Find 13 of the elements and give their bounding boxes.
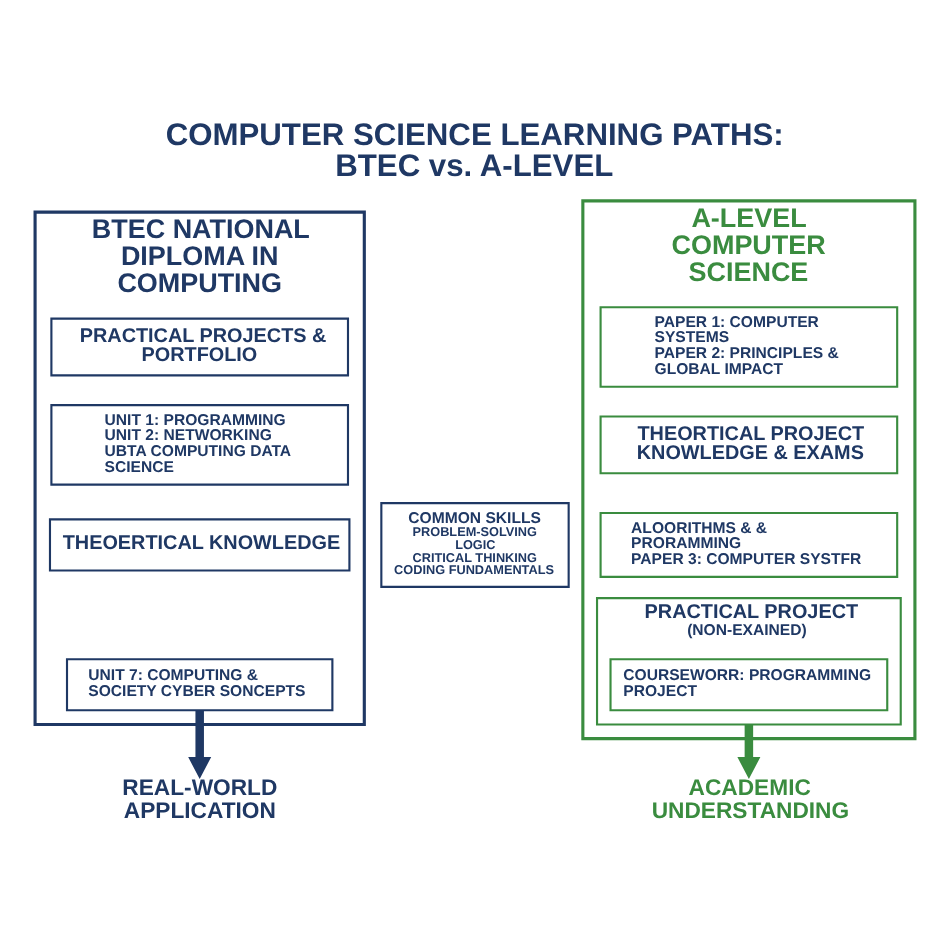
arrow (736, 724, 760, 779)
node-box: UNIT 7: COMPUTING & SOCIETY CYBER SONCEPTS (64, 658, 333, 712)
arrow (187, 710, 211, 779)
node-box: ALOORITHMS & & PRORAMMING PAPER 3: COMPUTER SYSTFR (598, 511, 898, 578)
node-box: PRACTICAL PROJECTS & PORTFOLIO (49, 317, 349, 377)
diagram-title: COMPUTER SCIENCE LEARNING PATHS: BTEC vs. A-LEVEL (164, 118, 783, 185)
node-box: UNIT 1: PROGRAMMING UNIT 2: NETWORKING UBTA COMPUTING DATA SCIENCE (49, 404, 349, 486)
node-box: THEORTICAL PROJECT KNOWLEDGE & EXAMS (598, 415, 898, 475)
node-box: PAPER 1: COMPUTER SYSTEMS PAPER 2: PRINCIPLES & GLOBAL IMPACT (598, 306, 898, 388)
node-text: REAL-WORLD APPLICATION (121, 777, 277, 824)
node-box: THEOERTICAL KNOWLEDGE (47, 518, 350, 572)
node-box: COURSEWORR: PROGRAMMING PROJECT (608, 658, 888, 712)
node-text: ACADEMIC UNDERSTANDING (650, 777, 849, 824)
